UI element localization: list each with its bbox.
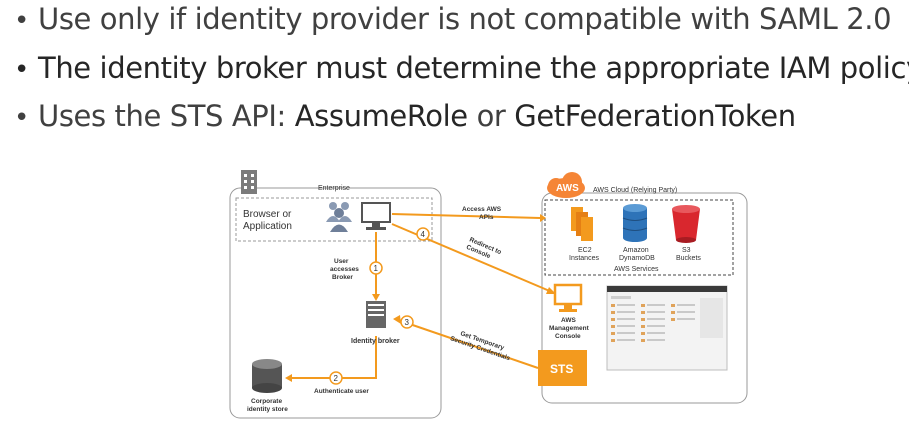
bullet-dot: • — [14, 103, 29, 133]
step-2-number: 2 — [334, 374, 339, 383]
arrow-access-apis — [391, 213, 541, 219]
database-icon — [252, 359, 282, 393]
aws-cloud-label: AWS Cloud (Relying Party) — [593, 187, 677, 194]
step-1-badge: 1 — [369, 261, 383, 275]
api-assumerole: AssumeRole — [294, 99, 468, 133]
s3-bucket-icon — [672, 205, 700, 243]
bullet-text: The identity broker must determine the a… — [38, 51, 909, 85]
computer-icon — [361, 202, 391, 230]
identity-broker-label: Identity broker — [351, 338, 400, 345]
enterprise-box — [229, 187, 442, 419]
dynamodb-icon — [622, 204, 648, 242]
corporate-store-line2: identity store — [247, 406, 288, 413]
enterprise-label: Enterprise — [318, 185, 350, 192]
bullet-item: • The identity broker must determine the … — [14, 51, 909, 85]
building-icon — [241, 170, 257, 194]
ec2-label-line1: EC2 — [578, 247, 592, 254]
ec2-icon — [571, 207, 593, 241]
step-3-badge: 3 — [400, 315, 414, 329]
bullet-dot: • — [14, 55, 29, 85]
corporate-store-line1: Corporate — [251, 398, 282, 405]
browser-label-line1: Browser or — [243, 209, 292, 220]
step-4-number: 4 — [421, 230, 426, 239]
console-computer-icon — [553, 283, 583, 312]
get-credentials-label: Get Temporary Security Credentials — [449, 330, 511, 362]
browser-label-line2: Application — [243, 221, 292, 232]
console-label-line1: AWS — [561, 317, 576, 324]
dynamodb-label-line1: Amazon — [623, 247, 649, 254]
ec2-label-line2: Instances — [569, 255, 599, 262]
redirect-console-label: Redirect to Console — [465, 236, 502, 260]
step-3-number: 3 — [405, 318, 410, 327]
sts-label: STS — [550, 362, 573, 376]
bullet-text: Use only if identity provider is not com… — [38, 2, 892, 36]
step-1-number: 1 — [374, 264, 379, 273]
aws-services-label: AWS Services — [614, 266, 659, 273]
api-getfederationtoken: GetFederationToken — [514, 99, 796, 133]
console-label-line3: Console — [555, 333, 581, 340]
access-apis-line1: Access AWS — [462, 206, 502, 213]
bullet-item: • Uses the STS API: AssumeRole or GetFede… — [14, 99, 796, 133]
user-accesses-line1: User — [334, 258, 349, 265]
console-label-line2: Management — [549, 325, 590, 332]
bullet-dot: • — [14, 6, 29, 36]
console-screenshot-thumbnail — [606, 285, 728, 371]
bullet-text: Uses the STS API: — [38, 99, 295, 133]
step-4-badge: 4 — [416, 227, 430, 241]
browser-app-box — [235, 197, 433, 242]
sts-box — [538, 350, 587, 386]
access-apis-line2: APIs — [479, 214, 494, 221]
aws-logo-text: AWS — [556, 183, 579, 194]
dynamodb-label-line2: DynamoDB — [619, 255, 655, 262]
user-accesses-line2: accesses — [330, 266, 359, 273]
authenticate-user-label: Authenticate user — [314, 388, 369, 395]
bullet-connector: or — [467, 99, 515, 133]
aws-services-box — [544, 199, 734, 276]
arrow-authenticate — [290, 336, 377, 379]
identity-broker-server-icon — [366, 301, 386, 328]
s3-label-line1: S3 — [682, 247, 691, 254]
aws-cloud-icon: AWS — [547, 172, 585, 198]
users-icon — [326, 202, 352, 232]
arrow-get-credentials — [397, 319, 539, 369]
s3-label-line2: Buckets — [676, 255, 701, 262]
bullet-item: • Use only if identity provider is not co… — [14, 2, 892, 36]
step-2-badge: 2 — [329, 371, 343, 385]
user-accesses-line3: Broker — [332, 274, 353, 281]
